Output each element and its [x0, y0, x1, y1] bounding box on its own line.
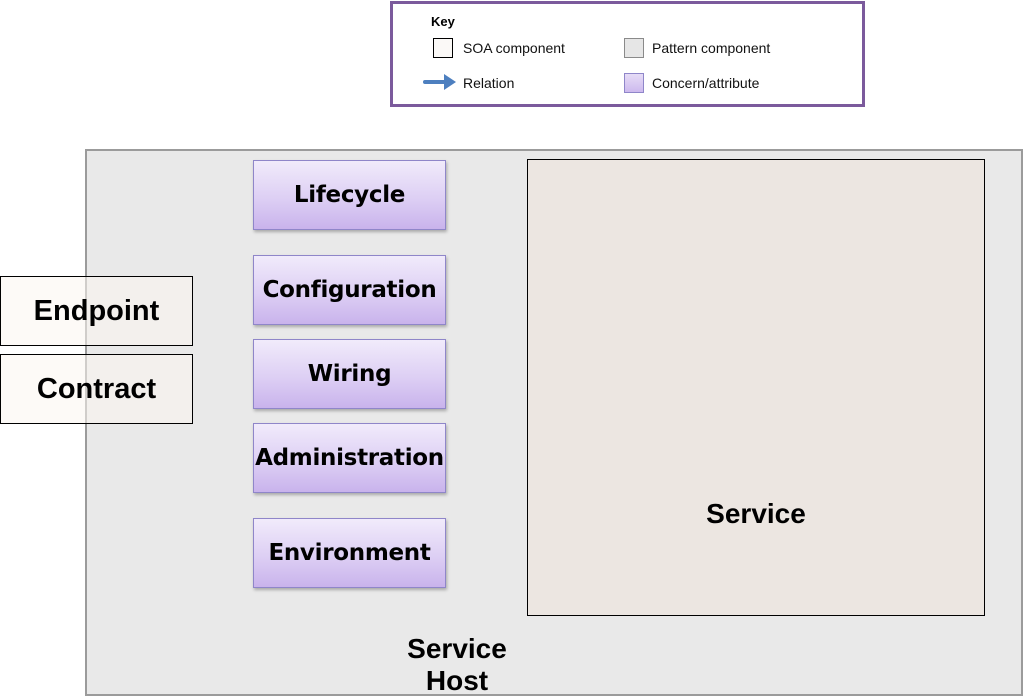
- concern-environment: Environment: [253, 518, 446, 588]
- pattern-component-swatch: [624, 38, 644, 58]
- legend-key: Key SOA component Pattern component Rela…: [390, 1, 865, 107]
- service-host-label: Service Host: [407, 633, 507, 696]
- legend-label-concern-attribute: Concern/attribute: [652, 75, 760, 91]
- concern-attribute-swatch: [624, 73, 644, 93]
- relation-arrow-icon: [423, 74, 456, 90]
- concern-wiring: Wiring: [253, 339, 446, 409]
- concern-lifecycle: Lifecycle: [253, 160, 446, 230]
- soa-component-endpoint: Endpoint: [0, 276, 193, 346]
- soa-component-swatch: [433, 38, 453, 58]
- soa-component-contract: Contract: [0, 354, 193, 424]
- concern-administration: Administration: [253, 423, 446, 493]
- legend-label-soa-component: SOA component: [463, 40, 565, 56]
- legend-title: Key: [431, 14, 455, 29]
- concern-configuration: Configuration: [253, 255, 446, 325]
- service-label: Service: [706, 498, 806, 529]
- legend-label-pattern-component: Pattern component: [652, 40, 771, 56]
- service-box: Service: [527, 159, 985, 616]
- legend-label-relation: Relation: [463, 75, 515, 91]
